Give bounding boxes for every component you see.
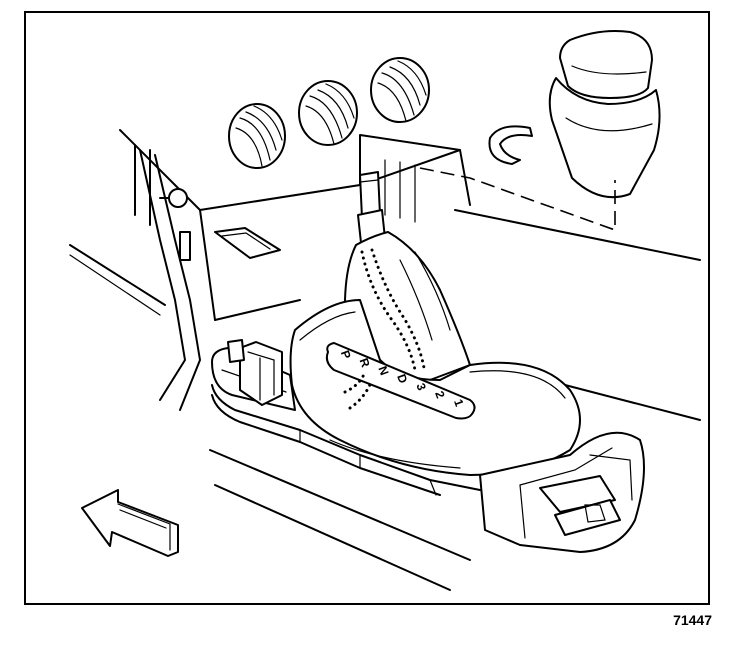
shifter-base [211, 339, 296, 411]
console-lower-edge [211, 384, 481, 496]
gear-letter: 3 [413, 381, 429, 392]
direction-arrow [81, 489, 179, 557]
climate-knob-right [370, 57, 430, 123]
knob-leader-line [419, 167, 616, 232]
left-trim-panel [139, 149, 201, 411]
climate-knob-center [298, 80, 358, 146]
shift-knob [548, 30, 661, 199]
gear-letter: 1 [451, 397, 467, 408]
figure-frame [24, 11, 710, 605]
gear-letter: 2 [432, 389, 448, 400]
console-storage-bin [479, 431, 645, 553]
climate-knob-left [228, 103, 286, 169]
figure-number: 71447 [673, 612, 712, 628]
vent-slot [214, 227, 281, 259]
knob-retaining-clip [488, 125, 533, 165]
